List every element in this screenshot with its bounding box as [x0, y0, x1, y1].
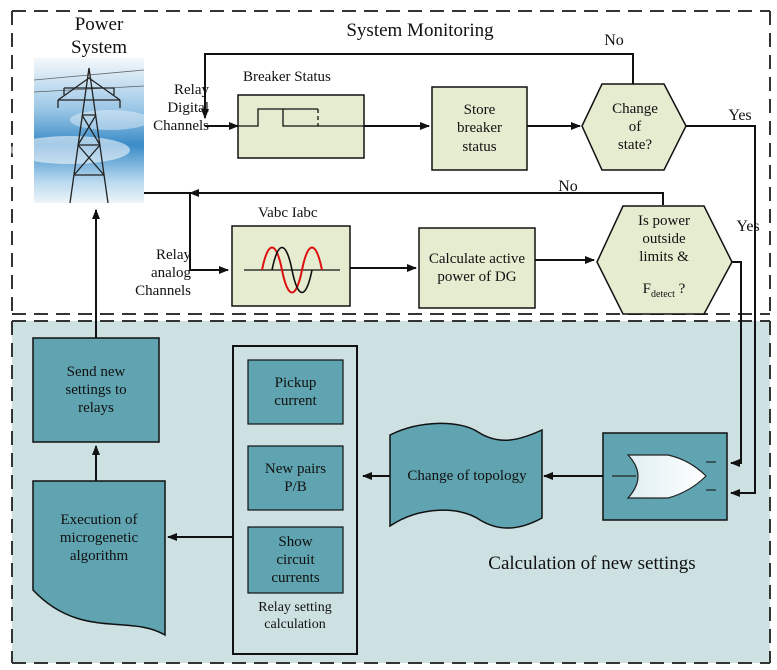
fdetect-label: Fdetect ?	[626, 280, 702, 301]
power-outside-limits-decision: Is power outside limits &	[637, 213, 691, 265]
no-label-middle: No	[558, 178, 578, 195]
pickup-current-box: Pickup current	[274, 374, 317, 409]
vabc-iabc-label: Vabc Iabc	[258, 205, 318, 221]
or-gate-icon	[612, 454, 716, 499]
sine-wave-icon	[244, 246, 340, 294]
relay-digital-label: Relay Digital Channels	[153, 82, 209, 134]
change-of-topology-box: Change of topology	[407, 467, 527, 484]
no-label-top: No	[604, 32, 624, 49]
change-of-state-decision: Change of state?	[612, 100, 658, 154]
store-breaker-status-box: Store breaker status	[457, 102, 502, 155]
execution-microgenetic-box: Execution of microgenetic algorithm	[59, 511, 139, 565]
relay-analog-label: Relay analog Channels	[135, 247, 191, 299]
fdetect-question: ?	[674, 281, 686, 297]
fdetect-sub: detect	[651, 289, 675, 300]
fdetect-main: F	[642, 281, 652, 297]
new-pairs-box: New pairs P/B	[264, 460, 327, 495]
send-new-settings-box: Send new settings to relays	[65, 363, 127, 417]
breaker-switch-icon	[238, 108, 364, 127]
transmission-tower-icon	[10, 58, 150, 204]
calculation-new-settings-label: Calculation of new settings	[488, 553, 696, 574]
yes-label-top: Yes	[728, 107, 752, 124]
relay-setting-calculation-label: Relay setting calculation	[258, 600, 332, 632]
show-circuit-currents-box: Show circuit currents	[271, 533, 320, 587]
calculate-active-power-box: Calculate active power of DG	[428, 250, 526, 285]
breaker-status-label: Breaker Status	[243, 69, 331, 85]
system-monitoring-title: System Monitoring	[346, 20, 494, 41]
power-system-label: Power System	[71, 14, 127, 58]
yes-label-middle: Yes	[736, 218, 760, 235]
